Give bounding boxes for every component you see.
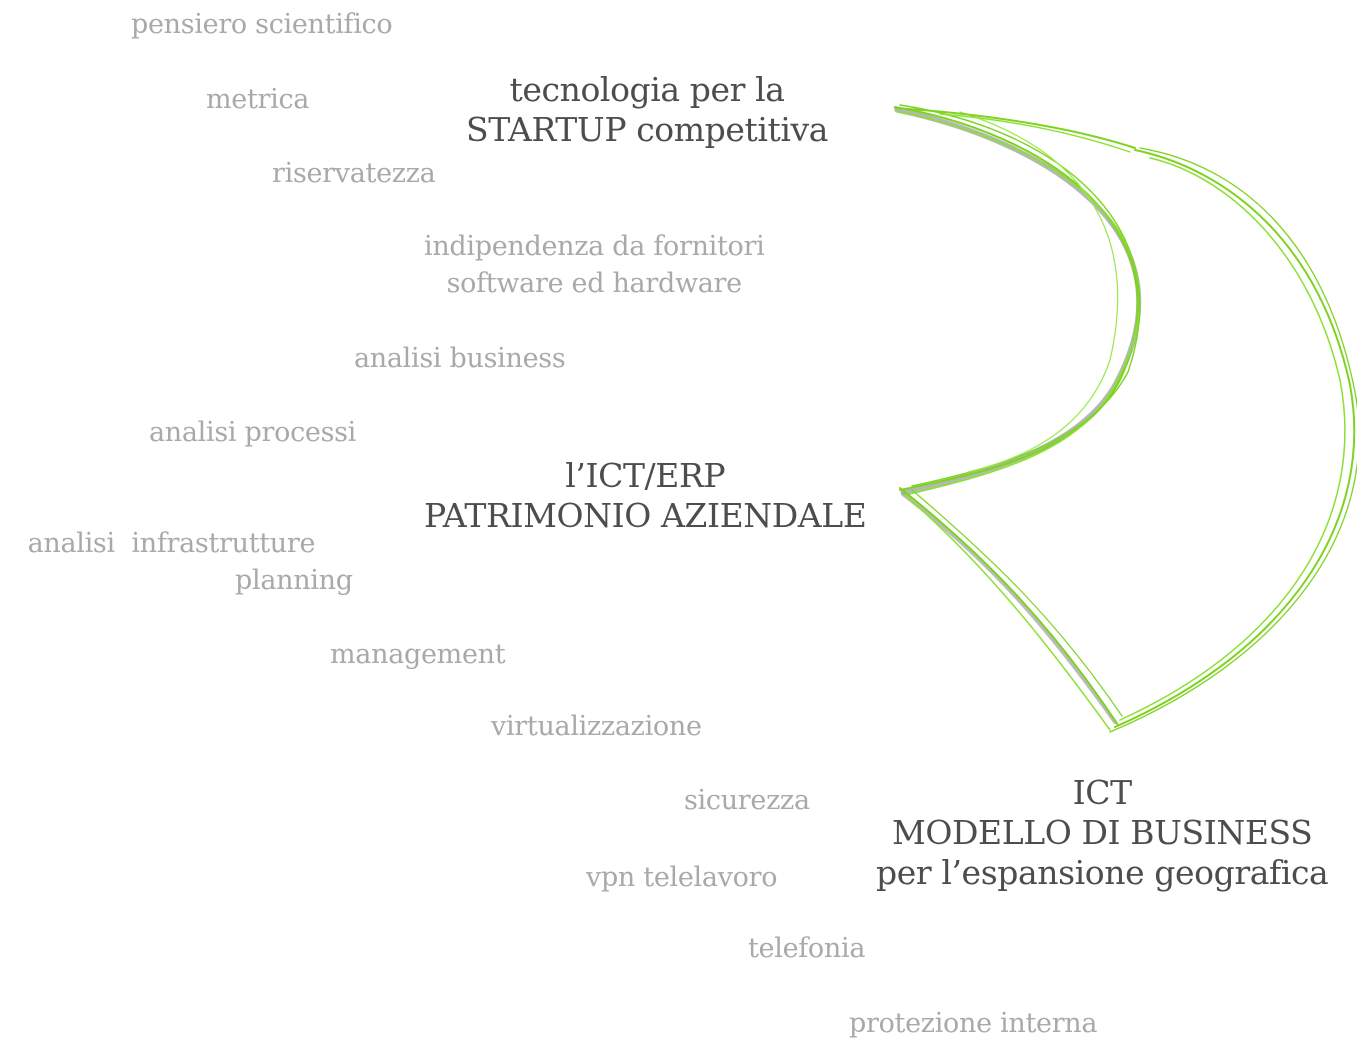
keyword-telefonia: telefonia: [748, 933, 866, 964]
connector-arc-patrimonio-to-business: [904, 494, 1111, 731]
connector-arc-startup-to-patrimonio: [899, 104, 1141, 487]
keyword-virtualizzazione: virtualizzazione: [491, 711, 702, 742]
connector-arc-patrimonio-to-business: [911, 489, 1123, 717]
connector-arc-business-to-startup: [894, 107, 1136, 149]
keyword-analisi-processi: analisi processi: [149, 417, 357, 448]
keyword-sicurezza: sicurezza: [684, 785, 810, 816]
node-modello-di-business: ICT MODELLO DI BUSINESS per l’espansione…: [876, 773, 1329, 892]
keyword-metrica: metrica: [206, 84, 310, 115]
keyword-analisi-business: analisi business: [354, 343, 566, 374]
keyword-analisi-infrastrutture: analisi infrastrutture: [27, 528, 316, 559]
connector-shadow: [901, 492, 1117, 724]
keyword-riservatezza: riservatezza: [272, 158, 436, 189]
connector-arc-startup-to-patrimonio: [894, 106, 1139, 491]
keyword-planning: planning: [235, 565, 353, 596]
keyword-indipendenza-fornitori: indipendenza da fornitori software ed ha…: [424, 231, 765, 299]
keyword-management: management: [330, 639, 506, 670]
keyword-protezione-interna: protezione interna: [849, 1008, 1098, 1039]
connector-arc-business-to-startup: [1119, 157, 1346, 721]
connector-arc-business-to-startup: [1114, 149, 1356, 728]
connector-shadow: [894, 107, 1141, 495]
connector-arc-startup-to-patrimonio: [897, 111, 1141, 496]
connector-arc-business-to-startup: [1109, 147, 1357, 733]
keyword-vpn-telelavoro: vpn telelavoro: [586, 862, 778, 893]
connector-arc-patrimonio-to-business: [899, 487, 1119, 726]
connector-arc-business-to-startup: [939, 113, 1131, 153]
keyword-pensiero-scientifico: pensiero scientifico: [131, 9, 393, 40]
connector-arc-startup-to-patrimonio: [959, 111, 1119, 473]
node-startup-competitiva: tecnologia per la STARTUP competitiva: [466, 70, 829, 149]
node-patrimonio-aziendale: l’ICT/ERP PATRIMONIO AZIENDALE: [424, 456, 867, 535]
